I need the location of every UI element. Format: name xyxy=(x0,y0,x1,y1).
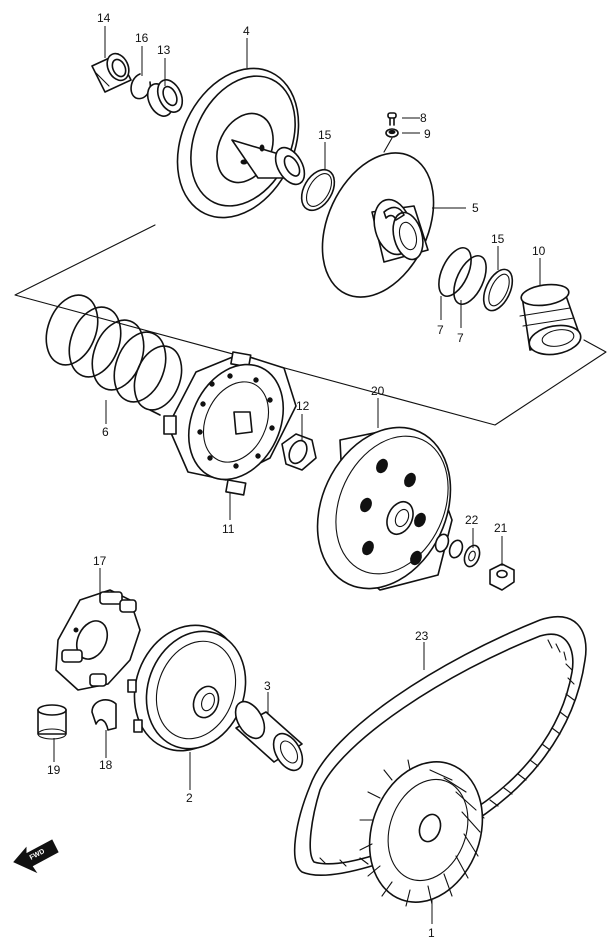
callout-11: 11 xyxy=(222,522,235,536)
part-3-spacer xyxy=(234,700,304,772)
part-15-o-ring-lower xyxy=(482,268,514,312)
part-7-o-ring-a xyxy=(438,247,472,297)
part-12-nut xyxy=(281,433,317,471)
part-13-ball-bearing xyxy=(146,79,184,117)
callout-2: 2 xyxy=(186,791,193,805)
part-23-v-belt xyxy=(293,615,587,876)
callout-6: 6 xyxy=(102,425,109,439)
callout-9: 9 xyxy=(424,127,431,141)
callout-22: 22 xyxy=(465,513,479,527)
callout-8: 8 xyxy=(420,111,427,125)
part-22-washers xyxy=(434,533,481,568)
callout-4: 4 xyxy=(243,24,250,38)
part-6-spring xyxy=(45,294,183,416)
callout-14: 14 xyxy=(97,11,111,25)
callout-labels: 14 16 13 4 8 9 15 5 15 10 7 7 6 12 20 11… xyxy=(47,11,546,940)
callout-15-lower: 15 xyxy=(491,232,505,246)
callout-18: 18 xyxy=(99,758,113,772)
callout-7-a: 7 xyxy=(437,323,444,337)
part-20-clutch-housing xyxy=(316,426,453,591)
callout-12: 12 xyxy=(296,399,310,413)
callout-16: 16 xyxy=(135,31,149,45)
callout-23: 23 xyxy=(415,629,429,643)
callout-3: 3 xyxy=(264,679,271,693)
part-7-o-ring-b xyxy=(453,255,487,305)
callout-1: 1 xyxy=(428,926,435,940)
callout-5: 5 xyxy=(472,201,479,215)
part-1-fan-drive-face xyxy=(359,759,484,907)
part-5-movable-driven-face xyxy=(321,137,435,298)
callout-10: 10 xyxy=(532,244,546,258)
part-19-slide-piece xyxy=(37,704,67,740)
callout-13: 13 xyxy=(157,43,171,57)
part-9-roller xyxy=(385,128,399,138)
part-10-seal-collar xyxy=(519,283,582,356)
leader-lines xyxy=(53,26,541,924)
part-18-slide-holder xyxy=(91,699,117,731)
callout-19: 19 xyxy=(47,763,61,777)
callout-20: 20 xyxy=(371,384,385,398)
part-17-cam-plate xyxy=(55,589,141,691)
callout-7-b: 7 xyxy=(457,331,464,345)
callout-15-upper: 15 xyxy=(318,128,332,142)
assembly-group-outline xyxy=(14,224,607,426)
part-4-driven-face xyxy=(176,67,306,219)
part-21-nut xyxy=(489,563,515,591)
fwd-arrow-badge: FWD xyxy=(13,839,59,874)
part-15-o-ring-upper xyxy=(300,168,336,212)
part-11-clutch-shoe-assembly xyxy=(163,351,297,496)
part-8-guide-pin xyxy=(387,112,397,126)
callout-21: 21 xyxy=(494,521,508,535)
callout-17: 17 xyxy=(93,554,107,568)
part-14-needle-bearing xyxy=(91,52,132,93)
